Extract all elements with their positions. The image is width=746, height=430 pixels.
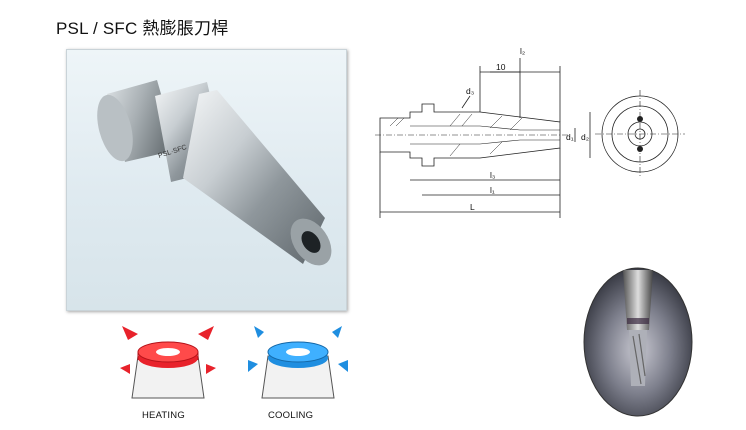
technical-drawing: l₂ 10 d₃ d₁ d₂ l₃ l₁ L — [375, 46, 685, 218]
heating-icon — [120, 326, 216, 399]
page-title: PSL / SFC 熱膨脹刀桿 — [56, 19, 229, 38]
dim-d1: d₁ — [566, 132, 574, 142]
dim-d2: d₂ — [581, 132, 589, 142]
dim-l1: l₁ — [490, 185, 495, 195]
dim-l2: l₂ — [520, 46, 525, 56]
dim-L: L — [470, 202, 475, 212]
cooling-icon — [248, 326, 348, 399]
product-photo: PSL·SFC — [66, 49, 347, 311]
closeup-photo — [583, 267, 693, 417]
dim-10: 10 — [496, 62, 506, 72]
dim-d3: d₃ — [466, 86, 474, 96]
shrink-fit-holder-image: PSL·SFC — [97, 80, 332, 266]
heating-label: HEATING — [142, 410, 185, 421]
dim-l3: l₃ — [490, 170, 495, 180]
thermal-diagram — [120, 326, 348, 399]
cooling-label: COOLING — [268, 410, 314, 421]
